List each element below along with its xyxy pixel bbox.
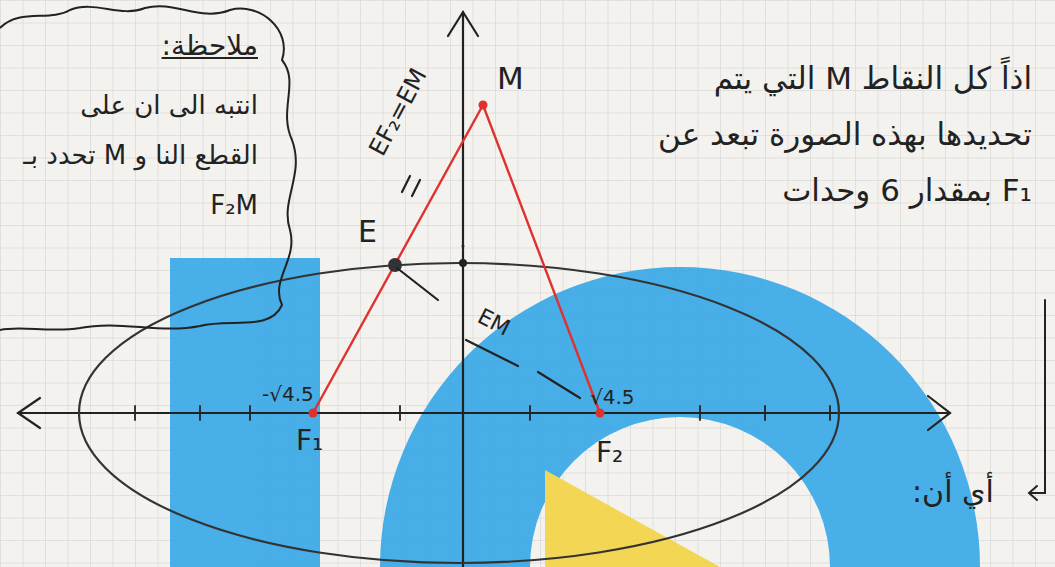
equal-tick: [412, 180, 420, 196]
math-label: -√4.5: [262, 382, 314, 406]
focus-point: [596, 409, 605, 418]
segment-m-f2: [483, 105, 600, 413]
math-label: F₁: [296, 424, 323, 457]
math-label: F₂: [596, 436, 623, 469]
x-axis: [18, 412, 948, 414]
note-body: انتبه الى ان على القطع النا و M تحدد بـ …: [22, 80, 258, 230]
math-label: M: [497, 60, 524, 96]
arrow-head: [928, 396, 950, 430]
bracket-arrow: [1029, 300, 1045, 500]
bracket-line: [1030, 300, 1045, 493]
dot: [462, 245, 465, 248]
watermark-triangle: [545, 470, 720, 567]
underline: [466, 340, 518, 366]
math-label: EM: [474, 303, 515, 340]
arrow-head: [1029, 486, 1037, 500]
math-label: EF₂=EM: [363, 64, 432, 161]
arrow-head: [448, 12, 478, 36]
arrow-head: [18, 398, 40, 428]
math-label: √4.5: [590, 385, 635, 409]
leader-line: [538, 372, 580, 398]
point-m: [479, 101, 488, 110]
y-intercept: [459, 259, 467, 267]
focus-point: [309, 409, 318, 418]
ellipse: [79, 263, 839, 563]
leader-lines: [397, 176, 580, 398]
note-text: اذاً كل النقاط M التي يتم تحديدها بهذه ا…: [632, 50, 1032, 218]
cloud-outline-path: [0, 6, 296, 330]
math-label: E: [358, 214, 377, 249]
note-cloud: ملاحظة: انتبه الى ان على القطع النا و M ت…: [0, 0, 300, 335]
focal-segments: [313, 105, 600, 413]
segment-f1-m: [313, 105, 483, 413]
equal-tick: [402, 176, 410, 192]
axis-ticks: [135, 406, 830, 420]
points: [309, 101, 605, 418]
note-heading: ملاحظة:: [22, 24, 258, 68]
leader-line: [397, 268, 438, 300]
note-text: أي أن:: [912, 474, 994, 509]
y-axis: [462, 12, 464, 567]
watermark-ring: [380, 267, 980, 567]
